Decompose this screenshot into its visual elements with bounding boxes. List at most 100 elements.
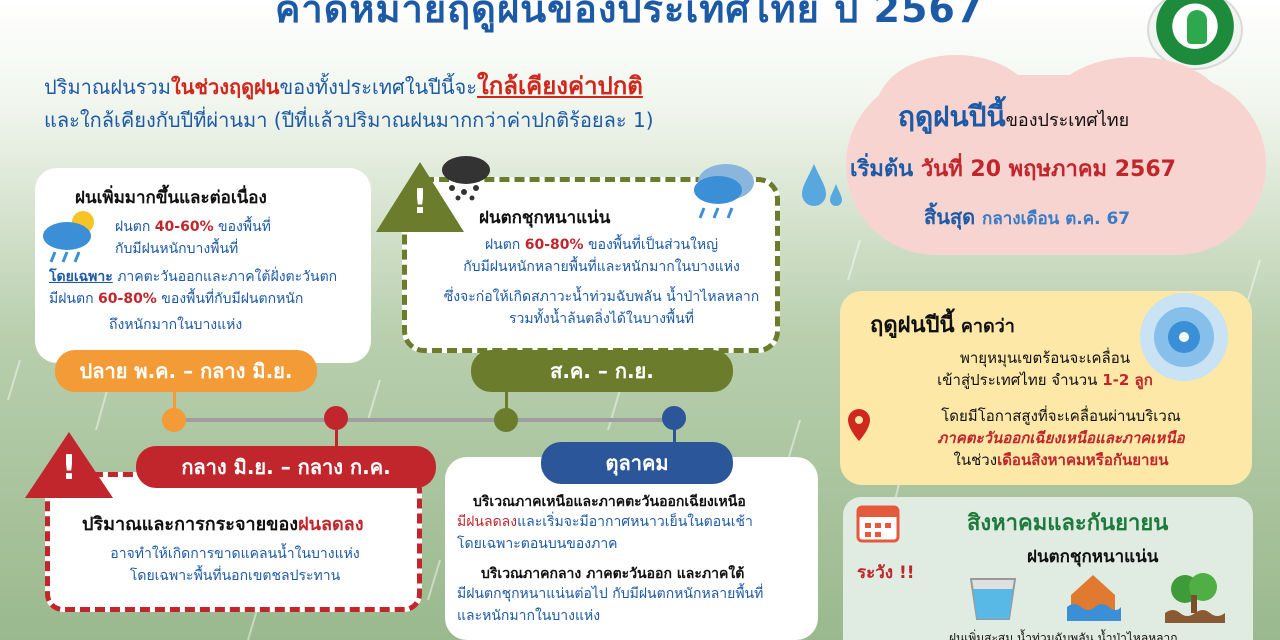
- season-title: ฤดูฝนปีนี้ของประเทศไทย: [898, 95, 1129, 139]
- rain-cloud-icon: [694, 164, 754, 219]
- t: รวมทั้งน้ำล้นตลิ่งได้ในบางพื้นที่: [509, 311, 694, 327]
- timeline-stem: [505, 390, 508, 418]
- t: ของพื้นที่กับมีฝนตกหนัก: [156, 291, 304, 307]
- t: วันที่ 20 พฤษภาคม 2567: [920, 157, 1176, 182]
- t: พายุหมุนเขตร้อนจะเคลื่อน: [959, 349, 1131, 367]
- t: ฝนตก: [115, 219, 155, 235]
- flood-house-icon: [1067, 575, 1121, 621]
- t: เข้าสู่ประเทศไทย จำนวน: [937, 371, 1103, 389]
- season-start: เริ่มต้น วันที่ 20 พฤษภาคม 2567: [850, 151, 1176, 186]
- t: ซึ่งจะก่อให้เกิดสภาวะน้ำท่วมฉับพลัน น้ำป…: [443, 289, 760, 305]
- t: ฝนลดลง: [298, 514, 364, 535]
- raindrop-icon: [802, 164, 842, 206]
- t: เดือนสิงหาคมหรือกันยายน: [997, 451, 1169, 469]
- cyclone-icon: [1140, 293, 1228, 381]
- period3-body: ฝนตก 60-80% ของพื้นที่เป็นส่วนใหญ่ กับมี…: [429, 234, 774, 330]
- period2-label: กลาง มิ.ย. – กลาง ก.ค.: [136, 446, 436, 488]
- intro-text-d: ใกล้เคียงค่าปกติ: [477, 72, 643, 100]
- period1-body: ฝนตก 40-60% ของพื้นที่ กับมีฝนหนักบางพื้…: [115, 216, 365, 260]
- warning-icon-labels: ฝนเพิ่มสะสม น้ำท่วมฉับพลัน น้ำป่าไหลหลาก: [949, 629, 1249, 640]
- timeline-dot-1: [162, 408, 186, 432]
- sun-rain-cloud-icon: [43, 211, 94, 263]
- season-cloud: ฤดูฝนปีนี้ของประเทศไทย เริ่มต้น วันที่ 2…: [846, 55, 1266, 255]
- period4-body-1: มีฝนลดลงและเริ่มจะมีอากาศหนาวเย็นในตอนเช…: [457, 511, 807, 555]
- timeline-dot-3: [494, 408, 518, 432]
- t: กับมีฝนหนักบางพื้นที่: [115, 241, 239, 257]
- t: น้ำท่วมฉับพลัน: [1017, 631, 1094, 640]
- storm-title: ฤดูฝนปีนี้ คาดว่า: [870, 307, 1015, 342]
- period3-title: ฝนตกชุกหนาแน่น: [479, 208, 611, 228]
- intro-text-b: ในช่วงฤดูฝน: [170, 75, 280, 99]
- deity-emblem-icon: [1187, 10, 1207, 44]
- t: มีฝนตก: [49, 291, 99, 307]
- t: 60-80%: [524, 237, 584, 253]
- t: ของประเทศไทย: [1005, 110, 1130, 131]
- timeline-dot-4: [662, 406, 686, 430]
- t: เริ่มต้น: [850, 157, 921, 182]
- t: ถึงหนักมากในบางแห่ง: [109, 317, 243, 333]
- intro-text: ปริมาณฝนรวมในช่วงฤดูฝนของทั้งประเทศในปีน…: [44, 70, 844, 137]
- location-pin-icon: [848, 409, 870, 441]
- exclamation-icon: !: [412, 182, 428, 222]
- period4-card: บริเวณภาคเหนือและภาคตะวันออกเฉียงเหนือ ม…: [445, 457, 818, 640]
- page-title: คาดหมายฤดูฝนของประเทศไทย ปี 2567: [275, 0, 984, 31]
- t: มีฝนตกชุกหนาแน่นต่อไป กับมีฝนตกหนักหลายพ…: [457, 586, 764, 602]
- calendar-icon: [856, 505, 900, 543]
- t: น้ำป่าไหลหลาก: [1097, 631, 1178, 640]
- period1-card: ฝนเพิ่มมากขึ้นและต่อเนื่อง ฝนตก 40-60% ข…: [35, 168, 371, 363]
- period4-heading-1: บริเวณภาคเหนือและภาคตะวันออกเฉียงเหนือ: [473, 494, 746, 510]
- t: กับมีฝนหนักหลายพื้นที่และหนักมากในบางแห่…: [463, 259, 740, 275]
- period4-body-2: มีฝนตกชุกหนาแน่นต่อไป กับมีฝนตกหนักหลายพ…: [457, 583, 815, 627]
- warning-title: สิงหาคมและกันยายน: [967, 511, 1169, 536]
- t: 1-2 ลูก: [1102, 371, 1153, 389]
- t: ฝนตก: [484, 237, 525, 253]
- t: ฝนเพิ่มสะสม: [949, 631, 1014, 640]
- t: กลางเดือน ต.ค. 67: [982, 209, 1131, 229]
- timeline-stem: [173, 390, 176, 418]
- intro-text-c: ของทั้งประเทศในปีนี้จะ: [279, 75, 478, 99]
- t: 40-60%: [154, 219, 214, 235]
- logo-text: METEOROLOGICAL DEPARTMENT: [1173, 50, 1221, 62]
- timeline-stem: [673, 418, 676, 446]
- t: ในช่วง: [953, 451, 998, 469]
- timeline-stem: [335, 418, 338, 446]
- timeline-dot-2: [324, 406, 348, 430]
- t: โดยเฉพาะตอนบนของภาค: [457, 536, 618, 552]
- storm-body: พายุหมุนเขตร้อนจะเคลื่อน เข้าสู่ประเทศไท…: [860, 347, 1230, 391]
- flash-flood-tree-icon: [1165, 573, 1225, 623]
- t: และเริ่มจะมีอากาศหนาวเย็นในตอนเช้า: [517, 514, 753, 530]
- period1-body-2: โดยเฉพาะ ภาคตะวันออกและภาคใต้ฝั่งตะวันตก…: [49, 266, 369, 336]
- storm-cloud-icon: [442, 156, 490, 201]
- t: และหนักมากในบางแห่ง: [457, 608, 601, 624]
- season-end: สิ้นสุด กลางเดือน ต.ค. 67: [924, 201, 1130, 233]
- intro-line-2: และใกล้เคียงกับปีที่ผ่านมา (ปีที่แล้วปริ…: [44, 108, 654, 132]
- t: 60-80%: [98, 291, 157, 307]
- period4-heading-2: บริเวณภาคกลาง ภาคตะวันออก และภาคใต้: [481, 566, 745, 582]
- period4-label: ตุลาคม: [541, 442, 733, 484]
- period1-title: ฝนเพิ่มมากขึ้นและต่อเนื่อง: [75, 188, 267, 208]
- warning-triangle-icon: [25, 432, 113, 498]
- period2-title: ปริมาณและการกระจายของฝนลดลง: [82, 509, 363, 538]
- warning-card: สิงหาคมและกันยายน ฝนตกชุกหนาแน่น ระวัง !…: [843, 497, 1253, 640]
- bucket-icon: [969, 578, 1017, 620]
- t: โดยเฉพาะพื้นที่นอกเขตชลประทาน: [129, 568, 341, 584]
- t: ของพื้นที่เป็นส่วนใหญ่: [583, 237, 719, 253]
- t: คาดว่า: [954, 316, 1015, 337]
- t: ฤดูฝนปีนี้: [870, 313, 955, 338]
- intro-text-a: ปริมาณฝนรวม: [44, 75, 171, 99]
- intro-line-1: ปริมาณฝนรวมในช่วงฤดูฝนของทั้งประเทศในปีน…: [44, 70, 844, 104]
- t: ภาคตะวันออกและภาคใต้ฝั่งตะวันตก: [112, 269, 338, 285]
- t: สิ้นสุด: [924, 205, 983, 229]
- period3-label: ส.ค. – ก.ย.: [471, 350, 733, 392]
- t: ปริมาณและการกระจายของ: [82, 514, 299, 535]
- storm-card: ฤดูฝนปีนี้ คาดว่า พายุหมุนเขตร้อนจะเคลื่…: [840, 291, 1252, 485]
- t: โดยมีโอกาสสูงที่จะเคลื่อนผ่านบริเวณ: [941, 407, 1181, 425]
- caution-label: ระวัง !!: [857, 563, 915, 583]
- t: อาจทำให้เกิดการขาดแคลนน้ำในบางแห่ง: [110, 546, 360, 562]
- t: ของพื้นที่: [213, 219, 271, 235]
- t: มีฝนลดลง: [457, 514, 518, 530]
- t: ฤดูฝนปีนี้: [898, 100, 1006, 133]
- exclamation-icon: !: [61, 448, 77, 488]
- period1-label: ปลาย พ.ค. – กลาง มิ.ย.: [55, 350, 317, 392]
- timeline-bar: [175, 418, 675, 422]
